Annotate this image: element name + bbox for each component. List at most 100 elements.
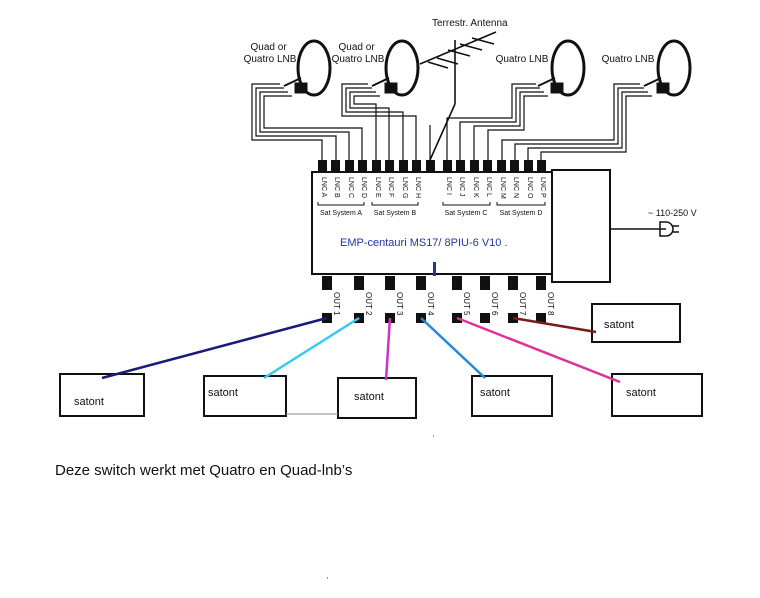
output-connector [508,276,518,290]
input-label: LNC E [374,177,381,198]
input-label: LNC D [360,177,367,198]
output-socket [536,313,546,323]
cable-out7 [512,316,597,334]
input-label: LNC I [445,177,452,195]
input-connector [497,160,506,172]
receiver-box [611,373,703,417]
input-connector [331,160,340,172]
output-label: OUT 2 [364,292,373,316]
lnb-label-3: Quatro LNB [496,54,549,65]
cable-out5 [456,316,621,384]
input-connector-terrestrial [426,160,435,172]
input-connector [537,160,546,172]
receiver-box [471,375,553,417]
output-connector [536,276,546,290]
lnb-dish-4 [643,39,692,97]
input-label: LNC A [320,177,327,198]
lnb-label-2-line: Quad or [339,42,376,53]
input-label: LNC M [499,177,506,199]
lnb-dish-2 [371,39,420,97]
input-connector [372,160,381,172]
cable-out1 [101,316,328,380]
receiver-box [337,377,417,419]
power-label: ~ 110-250 V [648,208,697,218]
sat-system-label: Sat System D [500,210,543,217]
input-connector [412,160,421,172]
input-label: LNC L [485,177,492,197]
sat-system-label: Sat System B [374,210,417,217]
output-label: OUT 1 [332,292,341,316]
output-label: OUT 8 [546,292,555,316]
input-label: LNC G [401,177,408,198]
input-label: LNC O [526,177,533,199]
input-connector [399,160,408,172]
lnb-label-1-line: Quad or [251,42,288,53]
input-label: LNC P [539,177,546,198]
input-connector [385,160,394,172]
input-label: LNC B [333,177,340,198]
input-connector [524,160,533,172]
power-supply-box [551,169,611,283]
input-connector [510,160,519,172]
input-label: LNC K [472,177,479,198]
output-socket [480,313,490,323]
receiver-box [59,373,145,417]
output-connector [322,276,332,290]
output-label: OUT 6 [490,292,499,316]
receiver-label: satont [74,396,104,408]
sat-system-brackets [317,202,546,206]
receiver-cables [101,316,621,384]
lnb-label-4: Quatro LNB [602,54,655,65]
input-label: LNC J [458,177,465,196]
receiver-label: satont [604,319,634,331]
lnb-label-1: Quad or Quatro LNB [244,42,297,65]
output-connector [385,276,395,290]
terrestrial-antenna [419,31,497,161]
sat-system-label: Sat System A [320,210,362,217]
output-label: OUT 4 [426,292,435,316]
input-label: LNC F [387,177,394,197]
lnb-label-1-line: Quatro LNB [244,54,297,65]
multiswitch-body [311,171,553,275]
input-label: LNC H [414,177,421,198]
receiver-label: satont [626,387,656,399]
input-label: LNC N [512,177,519,198]
antenna-label: Terrestr. Antenna [432,18,508,29]
output-connectors [322,276,546,290]
power-plug-icon [659,221,679,237]
input-connector [345,160,354,172]
input-connector [470,160,479,172]
receivers [59,303,703,419]
receiver-label: satont [354,391,384,403]
input-connectors [318,160,546,172]
output-label: OUT 7 [518,292,527,316]
input-connector [483,160,492,172]
output-labels: OUT 1 OUT 2 OUT 3 OUT 4 OUT 5 OUT 6 OUT … [332,292,555,316]
cable-out3 [384,317,392,381]
receiver-box [203,375,287,417]
input-connector [358,160,367,172]
cable-out2 [263,316,360,380]
sat-system-label: Sat System C [445,210,488,217]
receiver-label: satont [208,387,238,399]
output-connector [416,276,426,290]
lnb-label-2-line: Quatro LNB [332,54,385,65]
status-indicator [433,262,436,276]
input-label: LNC C [347,177,354,198]
output-label: OUT 5 [462,292,471,316]
output-label: OUT 3 [395,292,404,316]
lnb-dish-3 [537,39,586,97]
receiver-label: satont [480,387,510,399]
lnb-label-2: Quad or Quatro LNB [332,42,385,65]
lnb-dish-1 [283,39,332,97]
input-connector [443,160,452,172]
lnb-cable-bundles [251,83,652,160]
output-connector [480,276,490,290]
input-connector [318,160,327,172]
input-labels: LNC A LNC B LNC C LNC D LNC E LNC F LNC … [320,177,546,199]
receiver-box [591,303,681,343]
switch-model-label: EMP-centauri MS17/ 8PIU-6 V10 . [340,237,508,249]
cable-out4 [420,317,486,379]
diagram-caption: Deze switch werkt met Quatro en Quad-lnb… [55,462,353,479]
